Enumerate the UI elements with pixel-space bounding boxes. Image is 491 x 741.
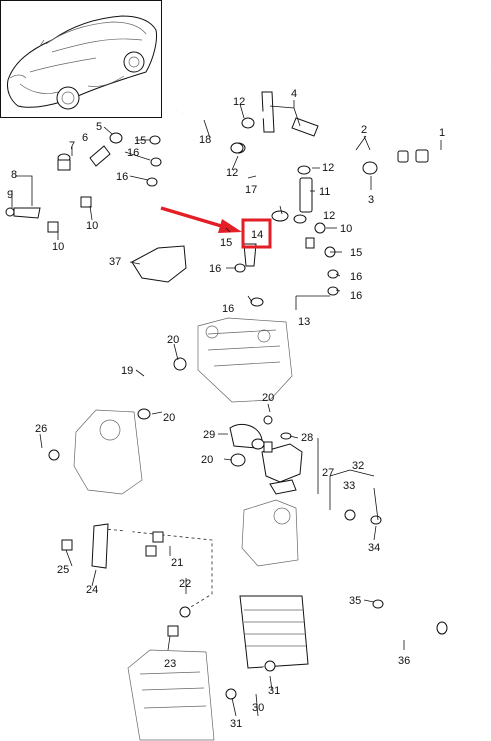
callout-18: 18 [199,134,211,146]
engine-section-bottom [127,595,309,741]
callout-7: 7 [69,140,75,152]
callout-29: 29 [203,429,215,441]
highlight-box [160,206,272,249]
callout-8: 8 [11,169,17,181]
callout-15b: 15 [220,237,232,249]
callout-12d: 12 [323,210,335,222]
callout-36: 36 [398,655,410,667]
callout-33: 33 [343,480,355,492]
callout-35: 35 [349,595,361,607]
callout-16a: 16 [127,147,139,159]
callout-5: 5 [96,121,102,133]
callout-3: 3 [368,194,374,206]
callout-1: 1 [439,127,445,139]
callout-2: 2 [361,124,367,136]
callout-32: 32 [352,460,364,472]
engine-section-upper [137,317,293,420]
callout-4: 4 [291,88,297,100]
callout-20d: 20 [201,454,213,466]
callout-10c: 10 [340,223,352,235]
fitting-section-center [229,415,303,567]
callout-20a: 20 [167,334,179,346]
callout-13: 13 [298,316,310,328]
callout-14: 14 [251,229,263,241]
callout-17: 17 [245,184,257,196]
callout-25: 25 [57,564,69,576]
callout-37: 37 [109,256,121,268]
vehicle-thumbnail [0,0,162,118]
callout-9: 9 [7,189,13,201]
callout-27: 27 [322,467,334,479]
callout-30: 30 [252,702,264,714]
callout-12c: 12 [322,162,334,174]
callout-20b: 20 [163,412,175,424]
callout-31b: 31 [268,685,280,697]
callout-16f: 16 [350,290,362,302]
bracket-37 [131,245,187,283]
engine-section-left [18,409,143,495]
callout-16e: 16 [350,271,362,283]
hose-section-lower-left [61,523,213,637]
callout-12a: 12 [233,96,245,108]
callout-15a: 15 [134,135,146,147]
callout-12b: 12 [226,167,238,179]
callout-24: 24 [86,584,98,596]
callout-19: 19 [121,365,133,377]
callout-34: 34 [368,542,380,554]
small-parts [5,117,378,296]
hose-assembly-top [143,66,491,188]
hose-section-right [344,505,448,642]
callout-28: 28 [301,432,313,444]
callout-15c: 15 [350,247,362,259]
leader-lines [11,100,442,717]
callout-10a: 10 [52,241,64,253]
callout-10b: 10 [86,220,98,232]
callout-26: 26 [35,423,47,435]
callout-labels: 1 2 3 4 5 6 7 8 9 10 10 10 11 12 12 12 1… [7,88,445,730]
callout-22: 22 [179,578,191,590]
callout-11: 11 [319,186,330,198]
callout-6: 6 [82,132,88,144]
callout-16c: 16 [209,263,221,275]
callout-16b: 16 [116,171,128,183]
callout-20c: 20 [262,392,274,404]
callout-31a: 31 [230,718,242,730]
callout-23: 23 [164,658,176,670]
callout-21: 21 [171,557,183,569]
callout-16d: 16 [222,303,234,315]
